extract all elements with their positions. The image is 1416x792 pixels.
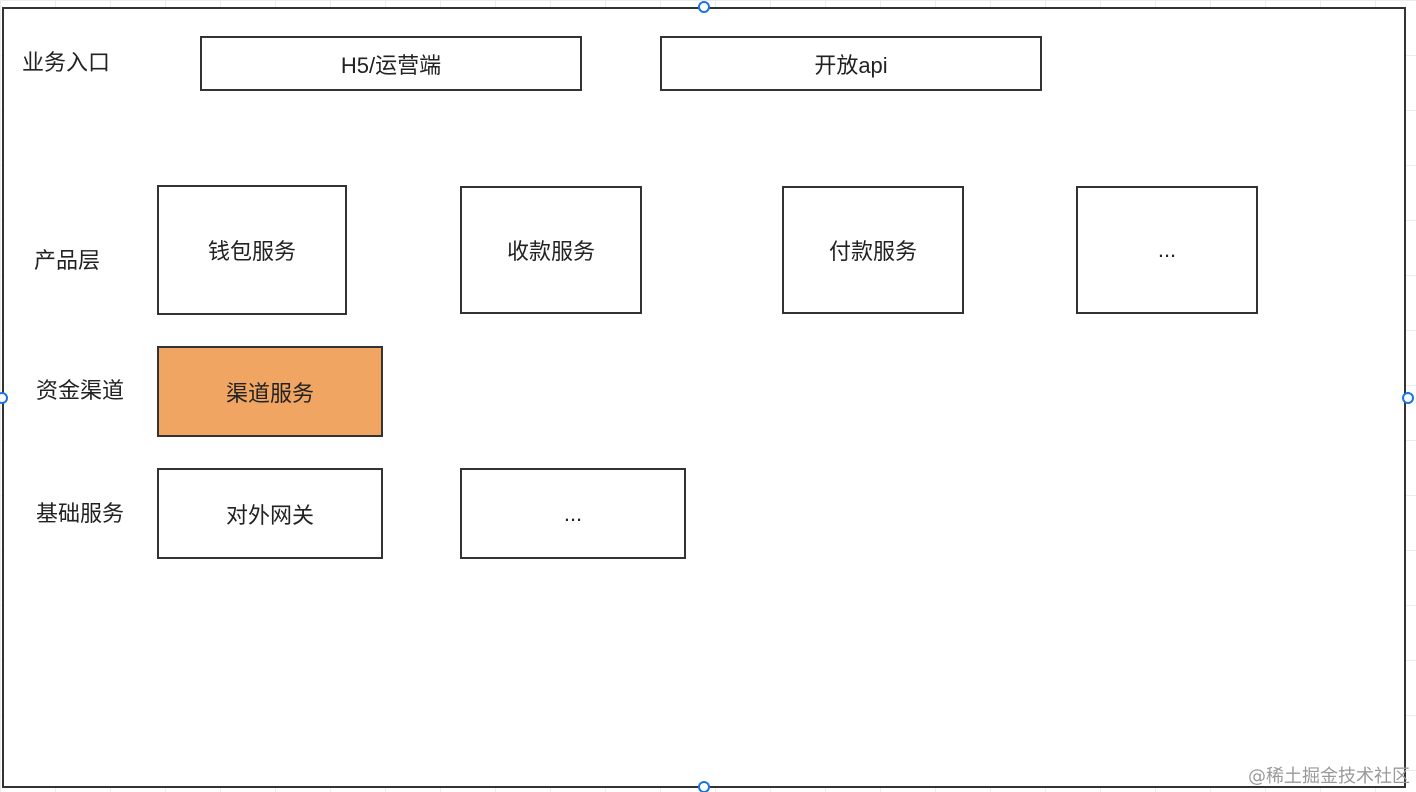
resize-handle-bottom[interactable] <box>698 781 710 792</box>
resize-handle-right[interactable] <box>1402 392 1414 404</box>
resize-handle-top[interactable] <box>698 1 710 13</box>
layer-label-base: 基础服务 <box>36 501 125 526</box>
entry-box-h5-ops[interactable]: H5/运营端 <box>200 36 582 91</box>
product-box-collection[interactable]: 收款服务 <box>460 186 642 314</box>
product-box-wallet[interactable]: 钱包服务 <box>157 185 347 315</box>
entry-box-open-api[interactable]: 开放api <box>660 36 1042 91</box>
layer-label-channel: 资金渠道 <box>36 378 125 403</box>
base-box-more[interactable]: ... <box>460 468 686 559</box>
resize-handle-left[interactable] <box>0 392 8 404</box>
watermark: @稀土掘金技术社区 <box>1248 766 1410 787</box>
channel-box-service[interactable]: 渠道服务 <box>157 346 383 437</box>
layer-label-product: 产品层 <box>34 248 101 273</box>
base-box-gateway[interactable]: 对外网关 <box>157 468 383 559</box>
layer-label-entry: 业务入口 <box>22 50 111 75</box>
product-box-more[interactable]: ... <box>1076 186 1258 314</box>
product-box-payment[interactable]: 付款服务 <box>782 186 964 314</box>
